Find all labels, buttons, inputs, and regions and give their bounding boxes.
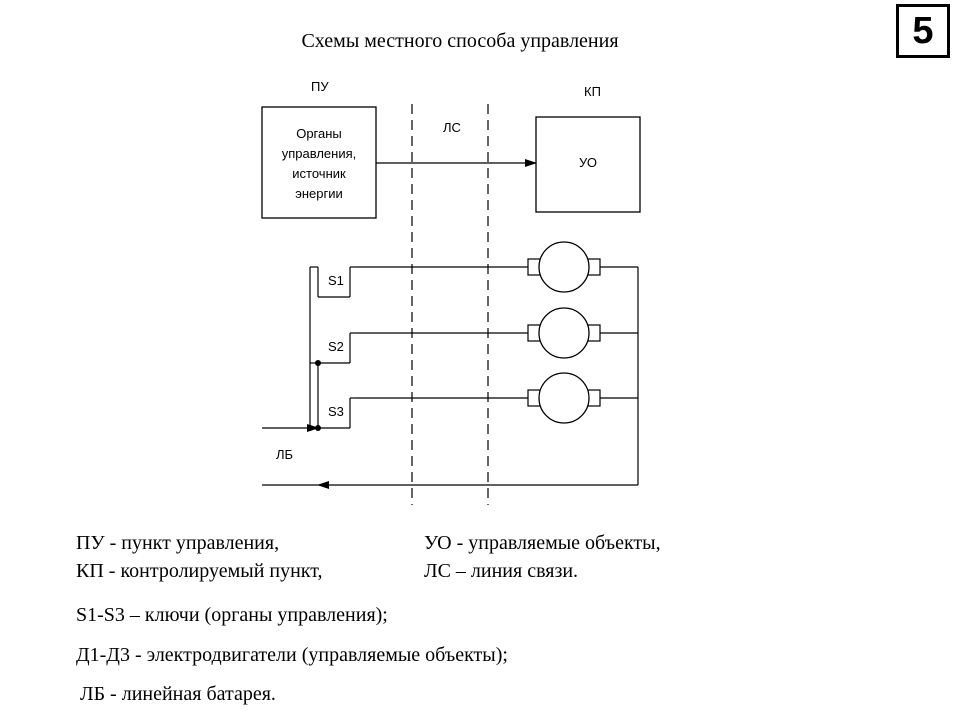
switch-s3 [318, 397, 357, 429]
ls-section-label: ЛС [443, 120, 461, 135]
legend-ls: ЛС – линия связи. [424, 560, 579, 582]
motor-1-icon [527, 241, 601, 293]
junction-dot-bus [307, 425, 313, 431]
uo-box-label: УО [579, 155, 597, 170]
pu-section-label: ПУ [311, 79, 329, 94]
legend-uo: УО - управляемые объекты, [424, 532, 661, 554]
motor-3-icon [527, 372, 601, 424]
lb-label: ЛБ [276, 447, 293, 462]
switch-s1-label: S1 [328, 273, 344, 288]
pu-box [261, 106, 377, 219]
legend-motors: Д1-Д3 - электродвигатели (управляемые об… [76, 644, 508, 666]
switch-s2-label: S2 [328, 339, 344, 354]
legend-battery: ЛБ - линейная батарея. [80, 683, 276, 705]
pu-box-line-1: Органы [296, 126, 342, 141]
slide-title: Схемы местного способа управления [301, 30, 619, 52]
pu-box-line-4: энергии [295, 186, 343, 201]
legend-keys: S1-S3 – ключи (органы управления); [76, 604, 388, 626]
kp-section-label: КП [584, 84, 601, 99]
switch-s2 [318, 332, 357, 364]
motor-2-icon [527, 307, 601, 359]
legend-kp: КП - контролируемый пункт, [76, 560, 323, 582]
slide-number: 5 [896, 4, 950, 58]
pu-box-line-2: управления, [282, 146, 357, 161]
pu-box-line-3: источник [292, 166, 346, 181]
legend-pu: ПУ - пункт управления, [76, 532, 280, 554]
switch-s1 [317, 266, 357, 298]
switch-s3-label: S3 [328, 404, 344, 419]
